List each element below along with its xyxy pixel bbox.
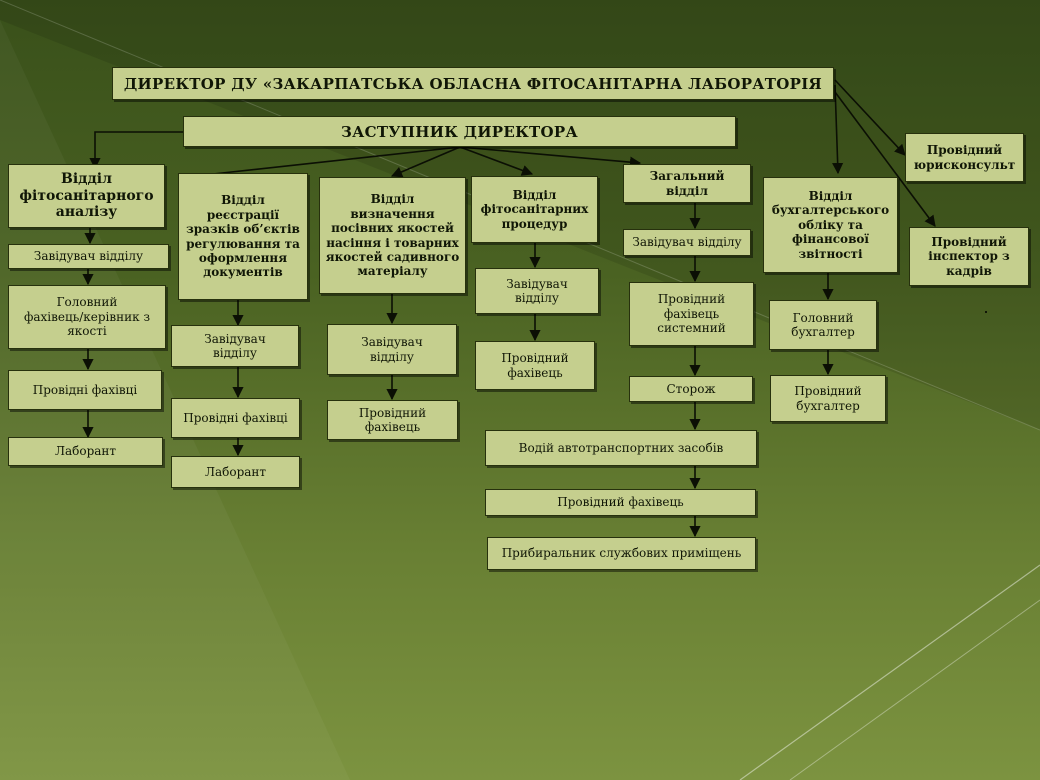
hr-inspector-box: Провідний інспектор з кадрів [909,227,1029,286]
dept1-chief-specialist: Головний фахівець/керівник з якості [8,285,166,349]
dept-seed-quality: Відділ визначення посівних якостей насін… [319,177,466,294]
dept5-system-specialist: Провідний фахівець системний [629,282,754,346]
dept4-head: Завідувач відділу [475,268,599,314]
arrow-deputy-dept5 [459,146,642,168]
dept5-cleaner: Прибиральник службових приміщень [487,537,756,570]
dept-sample-registration: Відділ реєстрації зразків об’єктів регул… [178,173,308,300]
dept3-lead-specialist: Провідний фахівець [327,400,458,440]
dept-general: Загальний відділ [623,164,751,203]
stray-dot [985,311,987,313]
deputy-director-box: ЗАСТУПНИК ДИРЕКТОРА [183,116,736,147]
dept1-lead-specialists: Провідні фахівці [8,370,162,410]
dept-accounting: Відділ бухгалтерського обліку та фінансо… [763,177,898,273]
arrow-director-legal [834,79,906,156]
dept5-driver: Водій автотранспортних засобів [485,430,757,466]
arrow-deputy-dept2 [212,146,461,175]
dept1-lab-assistant: Лаборант [8,437,163,466]
arrow-director-hr [834,91,936,227]
arrow-deputy-dept4 [459,146,534,176]
dept2-lab-assistant: Лаборант [171,456,300,488]
dept3-head: Завідувач відділу [327,324,457,375]
dept4-lead-specialist: Провідний фахівець [475,341,595,390]
dept5-guard: Сторож [629,376,753,402]
arrow-deputy-dept3 [390,146,461,178]
dept-phytosanitary-analysis: Відділ фітосанітарного аналізу [8,164,165,228]
dept2-lead-specialists: Провідні фахівці [171,398,300,438]
arrow-director-dept6 [832,84,844,175]
director-box: ДИРЕКТОР ДУ «ЗАКАРПАТСЬКА ОБЛАСНА ФІТОСА… [112,67,834,100]
dept6-lead-accountant: Провідний бухгалтер [770,375,886,422]
dept1-head: Завідувач відділу [8,244,169,269]
dept-phytosanitary-procedures: Відділ фітосанітарних процедур [471,176,598,243]
legal-counsel-box: Провідний юрисконсульт [905,133,1024,182]
arrow-deputy-dept1 [89,131,183,170]
dept6-chief-accountant: Головний бухгалтер [769,300,877,350]
dept2-head: Завідувач відділу [171,325,299,367]
dept5-head: Завідувач відділу [623,229,751,256]
dept5-lead-specialist: Провідний фахівець [485,489,756,516]
